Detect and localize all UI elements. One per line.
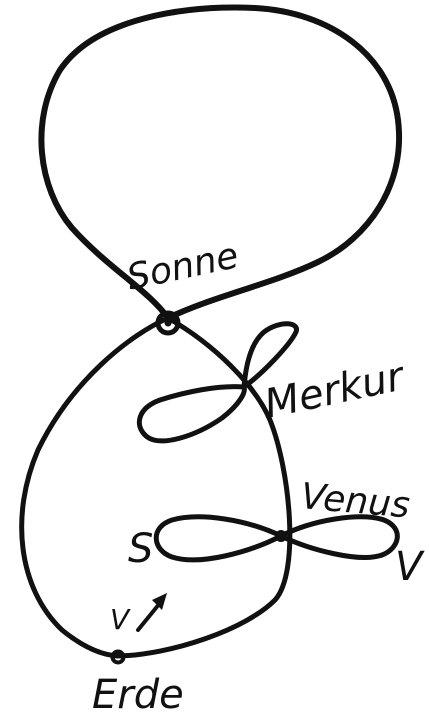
mercury-label: Merkur <box>261 353 411 428</box>
sun-marker-center <box>165 320 172 327</box>
right-marker-label: V <box>395 544 425 590</box>
left-marker-label: S <box>128 526 153 572</box>
velocity-arrow-shaft <box>138 603 160 630</box>
sun-label: Sonne <box>123 235 242 299</box>
venus-label: Venus <box>299 476 411 526</box>
velocity-label: V <box>110 603 131 636</box>
earth-label: Erde <box>92 672 184 718</box>
venus-dot <box>275 530 287 542</box>
